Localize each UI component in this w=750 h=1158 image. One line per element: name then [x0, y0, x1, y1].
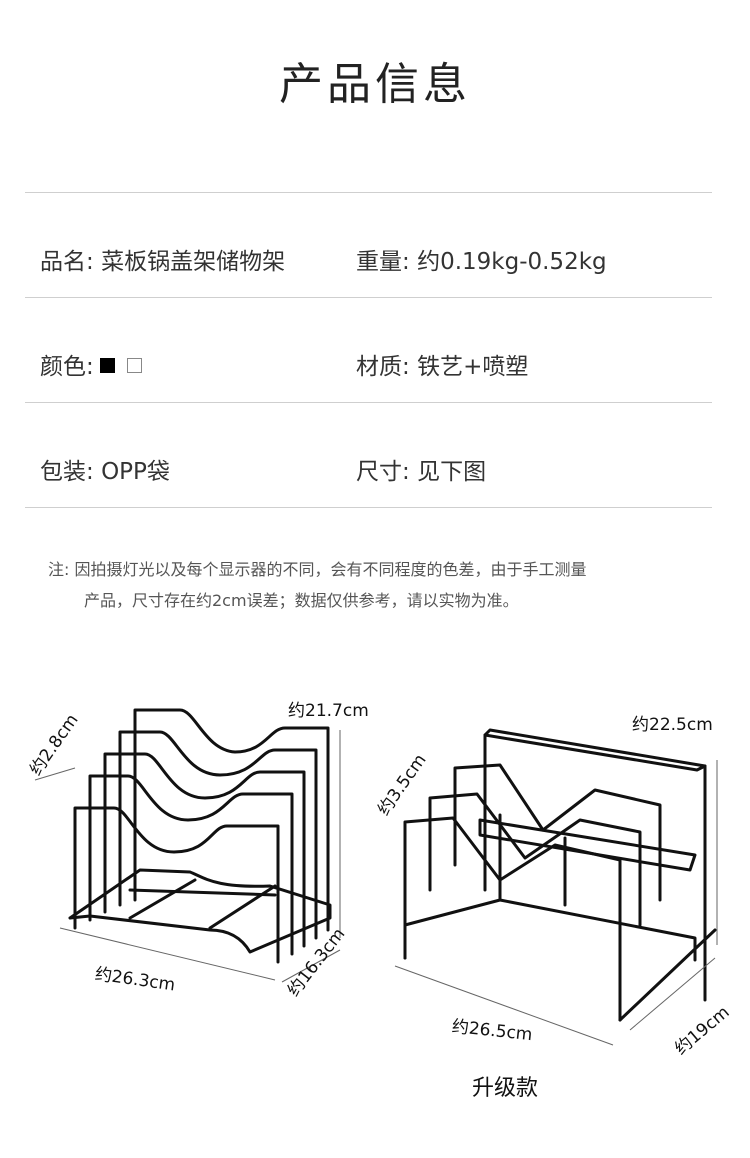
dim-right-height: 约22.5cm [632, 715, 713, 735]
divider [25, 402, 712, 403]
package-label: 包装: [40, 459, 94, 485]
disclaimer-note: 注: 因拍摄灯光以及每个显示器的不同，会有不同程度的色差，由于手工测量 产品，尺… [48, 554, 708, 616]
divider [25, 297, 712, 298]
divider [25, 192, 712, 193]
size-value: 见下图 [417, 459, 487, 485]
spec-color: 颜色: [40, 347, 142, 381]
note-line-1: 注: 因拍摄灯光以及每个显示器的不同，会有不同程度的色差，由于手工测量 [48, 560, 587, 579]
upgrade-caption: 升级款 [471, 1076, 538, 1101]
spec-row-1: 品名: 菜板锅盖架储物架 重量: 约0.19kg-0.52kg [40, 242, 720, 282]
name-label: 品名: [40, 249, 94, 275]
rack-illustration-right [394, 728, 718, 1046]
color-label: 颜色: [40, 354, 94, 380]
material-label: 材质: [356, 354, 410, 380]
page-title: 产品信息 [279, 59, 471, 110]
dim-left-height: 约21.7cm [288, 701, 369, 721]
spec-package: 包装: OPP袋 [40, 452, 170, 486]
divider [25, 507, 712, 508]
spec-row-3: 包装: OPP袋 尺寸: 见下图 [40, 452, 720, 492]
spec-row-2: 颜色: 材质: 铁艺+喷塑 [40, 347, 720, 387]
rack-illustration-left [34, 708, 341, 983]
size-label: 尺寸: [356, 459, 410, 485]
spec-weight: 重量: 约0.19kg-0.52kg [356, 242, 607, 276]
spec-name: 品名: 菜板锅盖架储物架 [40, 242, 285, 276]
note-line-2: 产品，尺寸存在约2cm误差；数据仅供参考，请以实物为准。 [84, 591, 519, 610]
weight-value: 约0.19kg-0.52kg [417, 249, 607, 275]
material-value: 铁艺+喷塑 [417, 354, 529, 380]
color-swatch-white [126, 358, 142, 373]
weight-label: 重量: [356, 249, 410, 275]
spec-material: 材质: 铁艺+喷塑 [356, 347, 528, 381]
spec-size: 尺寸: 见下图 [356, 452, 486, 486]
package-value: OPP袋 [101, 459, 170, 485]
color-swatch-black [99, 358, 115, 373]
name-value: 菜板锅盖架储物架 [101, 249, 286, 275]
